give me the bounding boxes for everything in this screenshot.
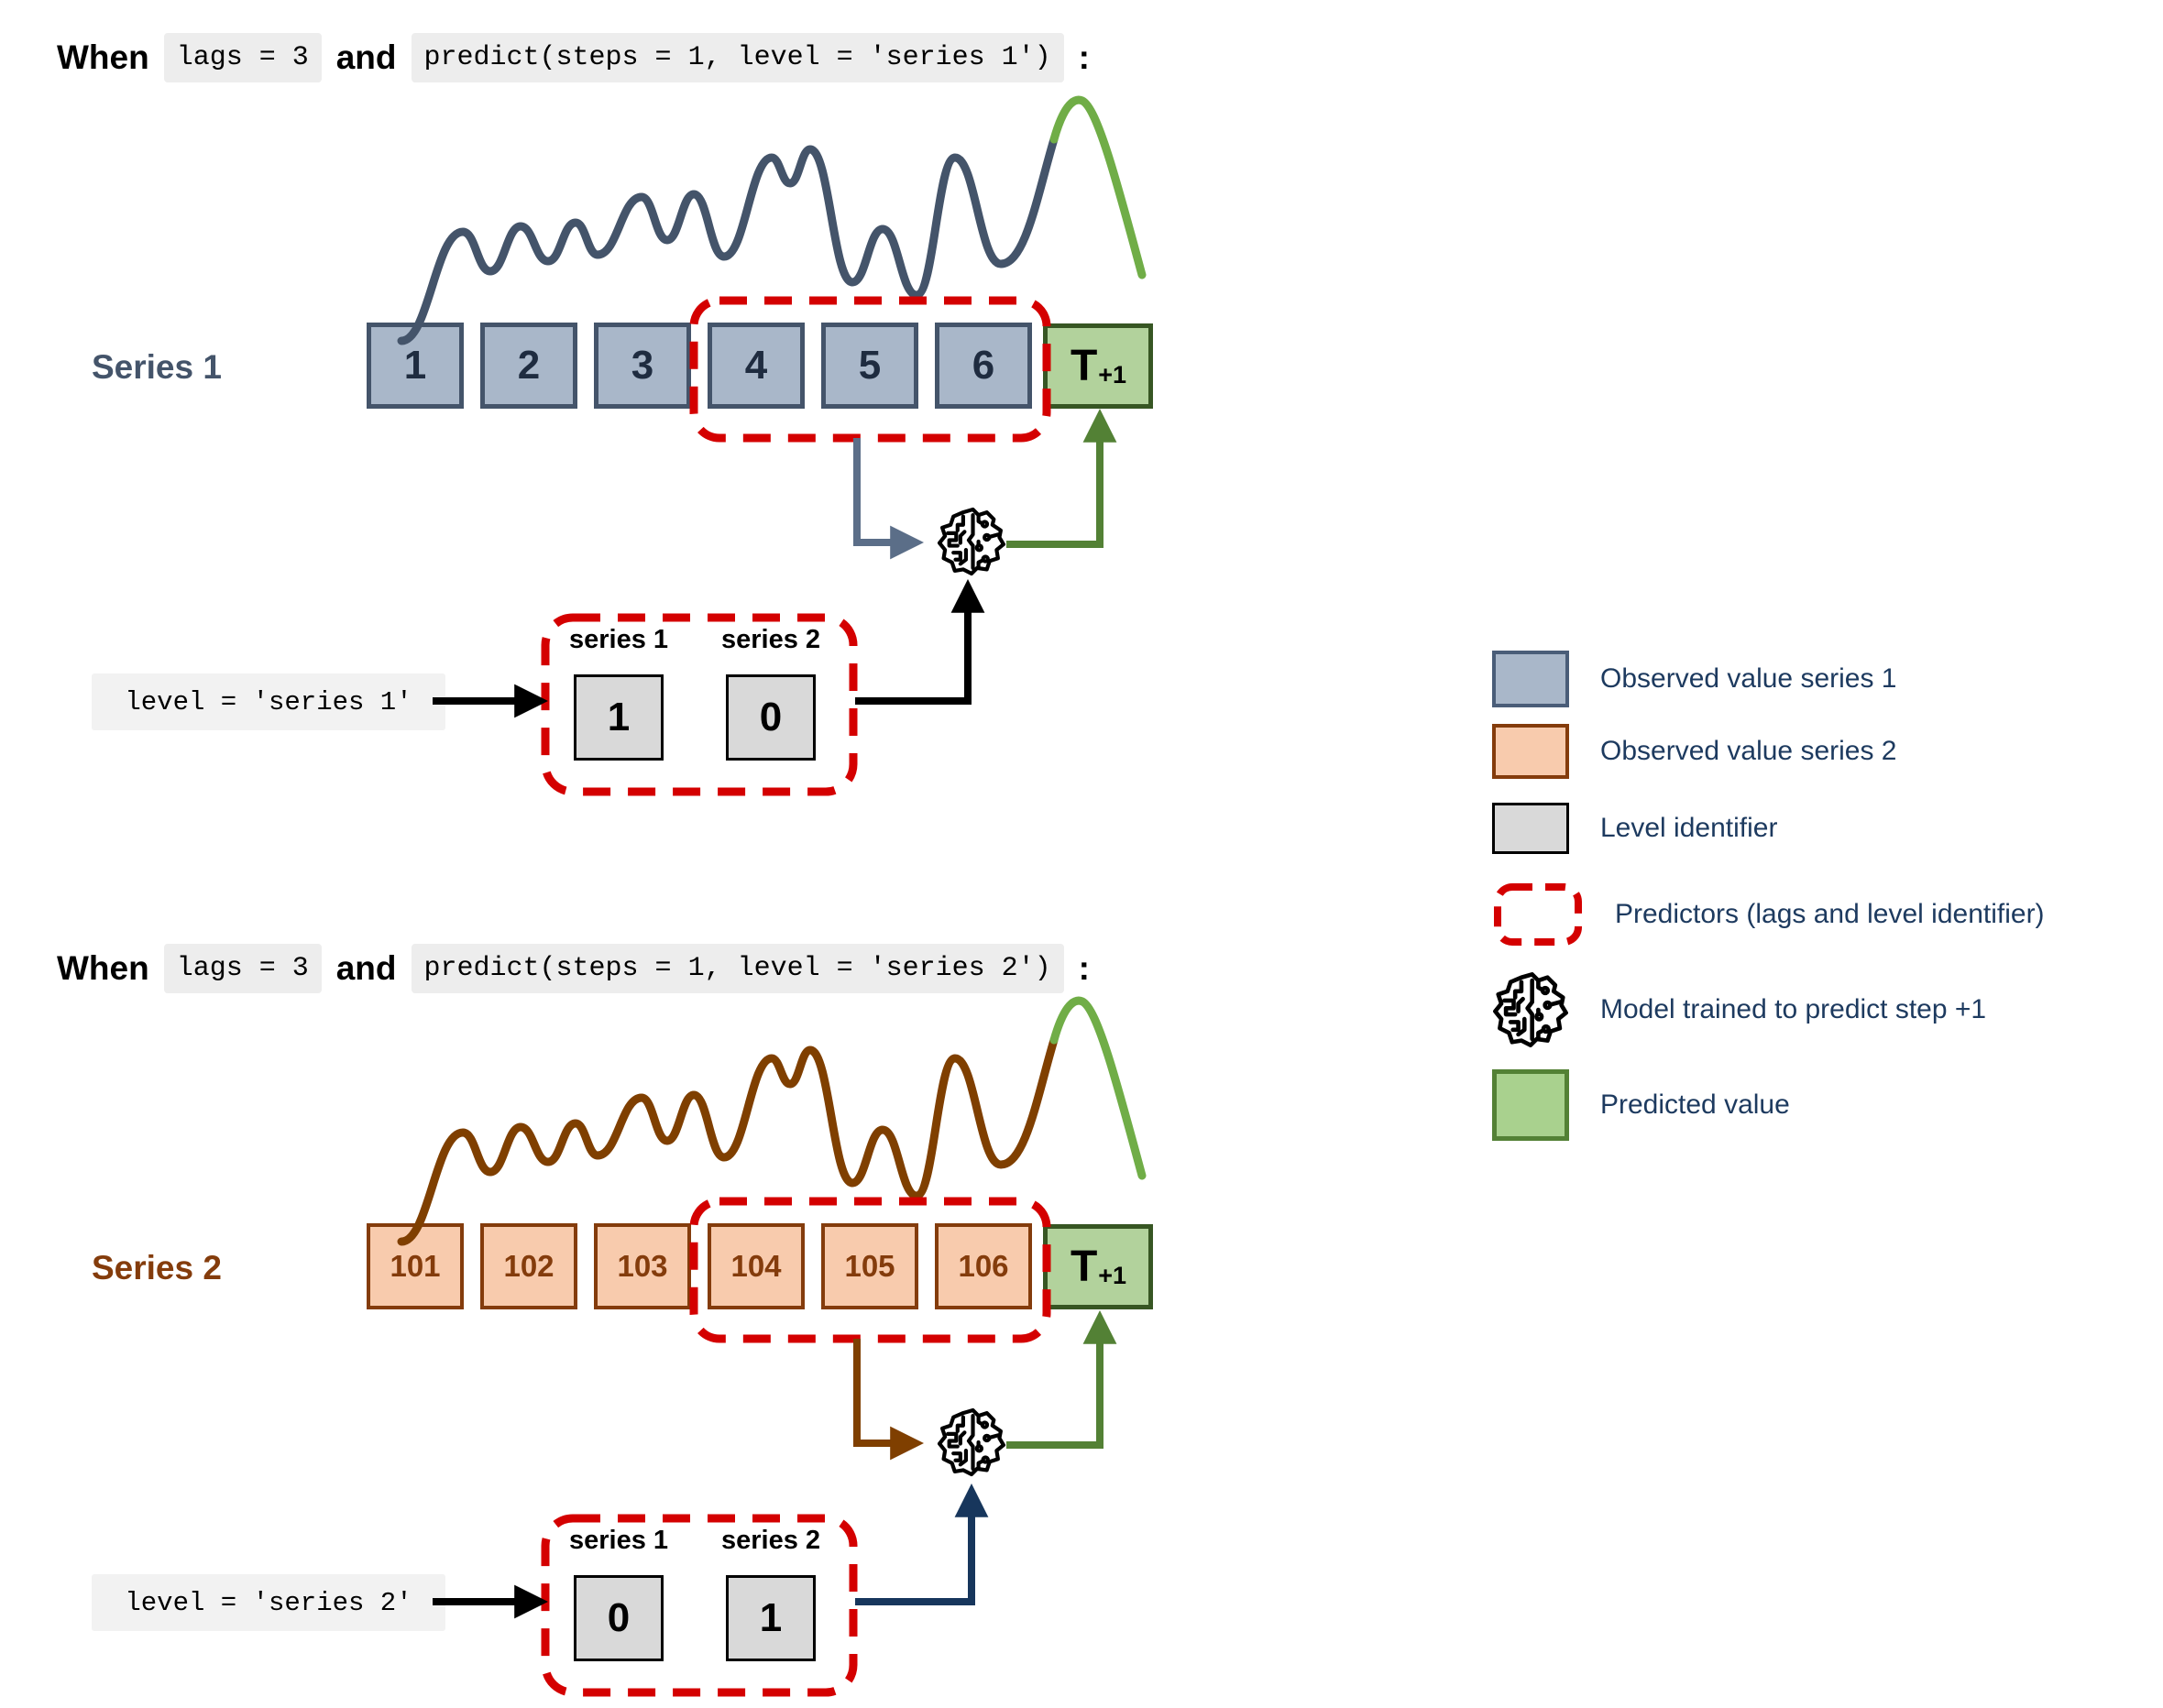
legend-swatch-level — [1492, 803, 1569, 854]
lags-to-model-arrow-series2 — [853, 1339, 924, 1461]
legend-item-level-identifier: Level identifier — [1492, 792, 1777, 865]
level-column-header: series 1 — [568, 625, 669, 654]
heading-colon: : — [1078, 949, 1090, 987]
heading-and-text: and — [335, 38, 397, 76]
level-identifier-box: 0 — [726, 674, 816, 761]
model-to-prediction-arrow-series2 — [1006, 1310, 1117, 1449]
series2-lag-box: 105 — [821, 1223, 918, 1309]
heading-colon: : — [1078, 38, 1090, 76]
heading-when-text: When — [57, 949, 149, 987]
predictors-dashed-icon — [1494, 883, 1582, 946]
legend-item-observed-series1: Observed value series 1 — [1492, 642, 1897, 716]
heading-series2-case: When lags = 3 and predict(steps = 1, lev… — [57, 944, 1090, 993]
level-identifier-box: 1 — [726, 1575, 816, 1661]
series1-row-label: Series 1 — [92, 348, 222, 386]
legend-item-predicted-value: Predicted value — [1492, 1068, 1790, 1142]
legend-label: Model trained to predict step +1 — [1600, 994, 1987, 1024]
series2-row-label: Series 2 — [92, 1249, 222, 1286]
series2-predicted-box: T+1 — [1043, 1224, 1153, 1309]
series1-lag-box: 5 — [821, 323, 918, 409]
series1-lag-box: 2 — [480, 323, 577, 409]
series2-lag-box: 103 — [594, 1223, 691, 1309]
series1-lag-box: 6 — [935, 323, 1032, 409]
heading-and-text: and — [335, 949, 397, 987]
legend-swatch-series2 — [1492, 724, 1569, 779]
lags-code-chip: lags = 3 — [163, 944, 322, 993]
legend-swatch-predicted — [1492, 1069, 1569, 1141]
lags-code-chip: lags = 3 — [163, 33, 322, 82]
lags-to-model-arrow-series1 — [853, 438, 924, 560]
heading-series1-case: When lags = 3 and predict(steps = 1, lev… — [57, 33, 1090, 82]
series1-forecast-curve — [1054, 100, 1142, 275]
level-code-chip-series2: level = 'series 2' — [92, 1574, 445, 1631]
brain-icon — [939, 509, 1004, 574]
legend-label: Observed value series 1 — [1600, 663, 1897, 694]
series2-lag-box: 104 — [708, 1223, 805, 1309]
series1-lag-box: 4 — [708, 323, 805, 409]
brain-icon — [1492, 971, 1569, 1048]
level-column-header: series 1 — [568, 1526, 669, 1555]
legend-swatch-series1 — [1492, 651, 1569, 707]
level-identifier-box: 1 — [574, 674, 664, 761]
series2-forecast-curve — [1054, 1001, 1142, 1176]
series2-lag-box: 102 — [480, 1223, 577, 1309]
predict-code-chip: predict(steps = 1, level = 'series 2') — [411, 944, 1064, 993]
series2-history-curve — [401, 1040, 1054, 1242]
series2-lag-box: 101 — [367, 1223, 464, 1309]
legend-label: Level identifier — [1600, 813, 1778, 843]
brain-icon — [939, 1410, 1004, 1474]
level-column-header: series 2 — [720, 1526, 821, 1555]
legend-label: Observed value series 2 — [1600, 736, 1897, 766]
series1-history-curve — [401, 139, 1054, 341]
t-plus1-subscript: +1 — [1098, 1262, 1127, 1289]
level-to-model-arrow-series1 — [855, 579, 985, 705]
legend-item-model: Model trained to predict step +1 — [1492, 973, 1986, 1046]
series2-lag-box: 106 — [935, 1223, 1032, 1309]
level-to-model-arrow-series2 — [855, 1484, 989, 1605]
legend-label: Predictors (lags and level identifier) — [1615, 899, 2045, 929]
t-label: T — [1070, 342, 1098, 390]
t-plus1-subscript: +1 — [1098, 361, 1127, 389]
heading-when-text: When — [57, 38, 149, 76]
series1-lag-box: 3 — [594, 323, 691, 409]
level-identifier-box: 0 — [574, 1575, 664, 1661]
legend-item-predictors: Predictors (lags and level identifier) — [1492, 878, 2045, 951]
series1-lag-box: 1 — [367, 323, 464, 409]
level-column-header: series 2 — [720, 625, 821, 654]
legend-label: Predicted value — [1600, 1089, 1790, 1120]
model-to-prediction-arrow-series1 — [1006, 409, 1117, 548]
t-label: T — [1070, 1243, 1098, 1291]
series1-predicted-box: T+1 — [1043, 323, 1153, 409]
predict-code-chip: predict(steps = 1, level = 'series 1') — [411, 33, 1064, 82]
legend-item-observed-series2: Observed value series 2 — [1492, 715, 1897, 788]
level-code-chip-series1: level = 'series 1' — [92, 673, 445, 730]
